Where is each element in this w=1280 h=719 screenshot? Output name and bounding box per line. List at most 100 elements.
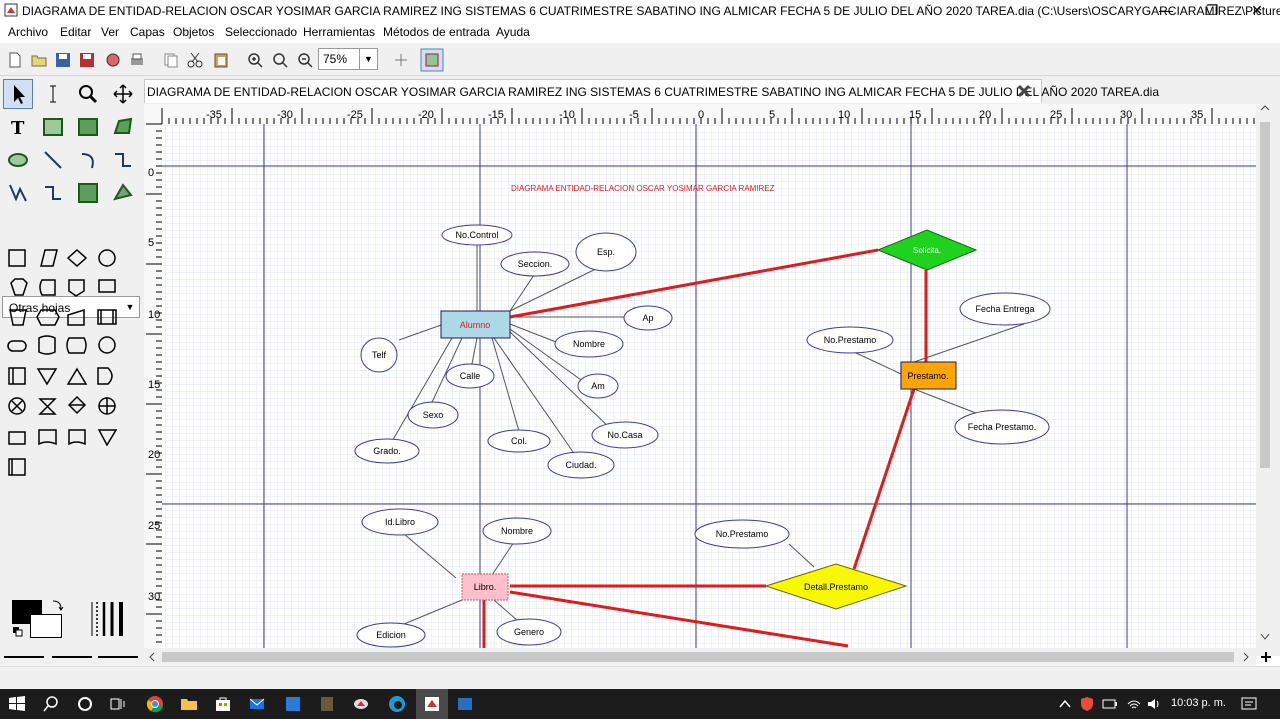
line-style-middle[interactable] [52,656,92,658]
chrome-icon[interactable] [146,695,164,713]
menu-seleccionado[interactable]: Seleccionado [225,25,298,39]
new-file-icon[interactable] [6,51,24,69]
paste-icon[interactable] [212,51,230,69]
menu-archivo[interactable]: Archivo [8,25,49,39]
zoom-out-icon[interactable] [296,51,314,69]
pointer-tool[interactable] [3,79,33,109]
menu-herramientas[interactable]: Herramientas [303,25,376,39]
clock[interactable]: 10:03 p. m. [1170,697,1226,709]
menu-ayuda[interactable]: Ayuda [496,25,530,39]
vertical-scroll-thumb[interactable] [1260,122,1270,468]
magnify-tool[interactable] [73,79,103,109]
scroll-up-icon[interactable] [1260,105,1270,111]
scroll-down-icon[interactable] [1260,633,1270,640]
save-as-icon[interactable] [78,51,96,69]
app-icon-blue[interactable] [456,695,474,713]
attribute-nombre[interactable]: Nombre [554,330,624,358]
open-folder-icon[interactable] [30,51,48,69]
object-snap-icon[interactable] [420,48,444,72]
diagram-canvas[interactable]: -35 -30 -25 -20 -15 -10 -5 0 5 10 15 20 … [144,104,1280,666]
app-icon-photos[interactable] [352,695,370,713]
file-explorer-icon[interactable] [180,695,198,713]
polygon-tool[interactable] [73,178,103,208]
restore-button[interactable]: ❐ [1205,2,1219,18]
attribute-ciudad[interactable]: Ciudad. [547,451,615,479]
attribute-calle[interactable]: Calle [445,363,495,389]
attribute-genero[interactable]: Genero [496,618,562,646]
attribute-libro-nombre[interactable]: Nombre [482,517,552,545]
attribute-ap[interactable]: Ap [623,305,673,331]
beziergon-tool[interactable] [108,178,138,208]
snap-grid-icon[interactable] [392,51,410,69]
minimize-button[interactable]: — [1159,2,1173,18]
attribute-am[interactable]: Am [577,373,619,399]
close-button[interactable]: ✕ [1251,2,1263,18]
relation-detall-prestamo[interactable]: Detall.Prestamo [764,563,908,610]
attribute-telf[interactable]: Telf [360,337,398,373]
save-icon[interactable] [54,51,72,69]
reset-colors-icon[interactable] [12,626,24,638]
menu-capas[interactable]: Capas [130,25,165,39]
background-color-swatch[interactable] [30,614,62,638]
attribute-no-control[interactable]: No.Control [441,224,513,246]
text-edit-tool[interactable] [38,79,68,109]
line-tool[interactable] [38,145,68,175]
line-style-start[interactable] [4,656,44,658]
cortana-icon[interactable] [76,695,94,713]
export-icon[interactable] [104,51,122,69]
wifi-icon[interactable] [1126,696,1142,712]
print-icon[interactable] [128,51,146,69]
box-tool[interactable] [38,112,68,142]
arc-tool[interactable] [73,145,103,175]
attribute-grado[interactable]: Grado. [354,438,420,464]
calendar-app-icon[interactable] [284,695,302,713]
tab-diagram[interactable]: DIAGRAMA DE ENTIDAD-RELACION OSCAR YOSIM… [144,79,1159,103]
windows-start-icon[interactable] [8,695,26,713]
menu-ver[interactable]: Ver [101,25,120,39]
attribute-edicion[interactable]: Edicion [356,622,426,648]
horizontal-scroll-thumb[interactable] [162,652,1234,662]
diagram-heading[interactable]: DIAGRAMA ENTIDAD-RELACION OSCAR YOSIMAR … [511,184,775,193]
edge-icon[interactable] [388,695,406,713]
zoom-in-icon[interactable] [246,51,264,69]
volume-icon[interactable] [1146,696,1162,712]
close-tab-icon[interactable] [1017,84,1031,98]
task-view-icon[interactable] [108,695,126,713]
entity-alumno[interactable]: Alumno [440,310,511,339]
menu-editar[interactable]: Editar [60,25,92,39]
entity-libro[interactable]: Libro. [461,573,509,601]
taskbar-active-app[interactable] [416,689,448,719]
attribute-no-casa[interactable]: No.Casa [591,421,659,449]
image-tool[interactable] [73,112,103,142]
bezier-tool[interactable] [38,178,68,208]
chevron-up-icon[interactable] [1058,697,1072,711]
copy-icon[interactable] [162,51,180,69]
flowchart-shapes-palette[interactable] [4,245,132,485]
security-shield-icon[interactable] [1080,696,1094,712]
attribute-esp[interactable]: Esp. [575,232,637,272]
notifications-icon[interactable] [1240,696,1258,712]
scroll-tool[interactable] [108,79,138,109]
line-style-end[interactable] [98,656,138,658]
mail-icon[interactable] [248,695,266,713]
entity-prestamo[interactable]: Prestamo. [900,361,957,390]
zoom-fit-icon[interactable] [271,51,289,69]
zigzag-tool[interactable] [108,145,138,175]
ellipse-tool[interactable] [3,145,33,175]
app-icon-dark[interactable] [318,695,336,713]
menu-metodos-entrada[interactable]: Métodos de entrada [383,25,490,39]
attribute-no-prestamo-detalle[interactable]: No.Prestamo [694,519,790,549]
attribute-fecha-prestamo[interactable]: Fecha Prestamo. [954,409,1050,445]
text-tool[interactable]: T [3,112,33,142]
attribute-seccion[interactable]: Seccion. [500,251,570,277]
outline-tool[interactable] [108,112,138,142]
attribute-sexo[interactable]: Sexo [407,401,459,429]
menu-objetos[interactable]: Objetos [173,25,215,39]
attribute-id-libro[interactable]: Id.Libro [361,508,439,536]
zoom-select[interactable]: 75% ▼ [318,48,378,70]
scroll-right-icon[interactable] [1243,652,1249,662]
attribute-no-prestamo[interactable]: No.Prestamo [806,326,894,354]
polyline-tool[interactable] [3,178,33,208]
swap-colors-icon[interactable] [50,598,64,612]
line-width-icon[interactable] [88,599,128,639]
